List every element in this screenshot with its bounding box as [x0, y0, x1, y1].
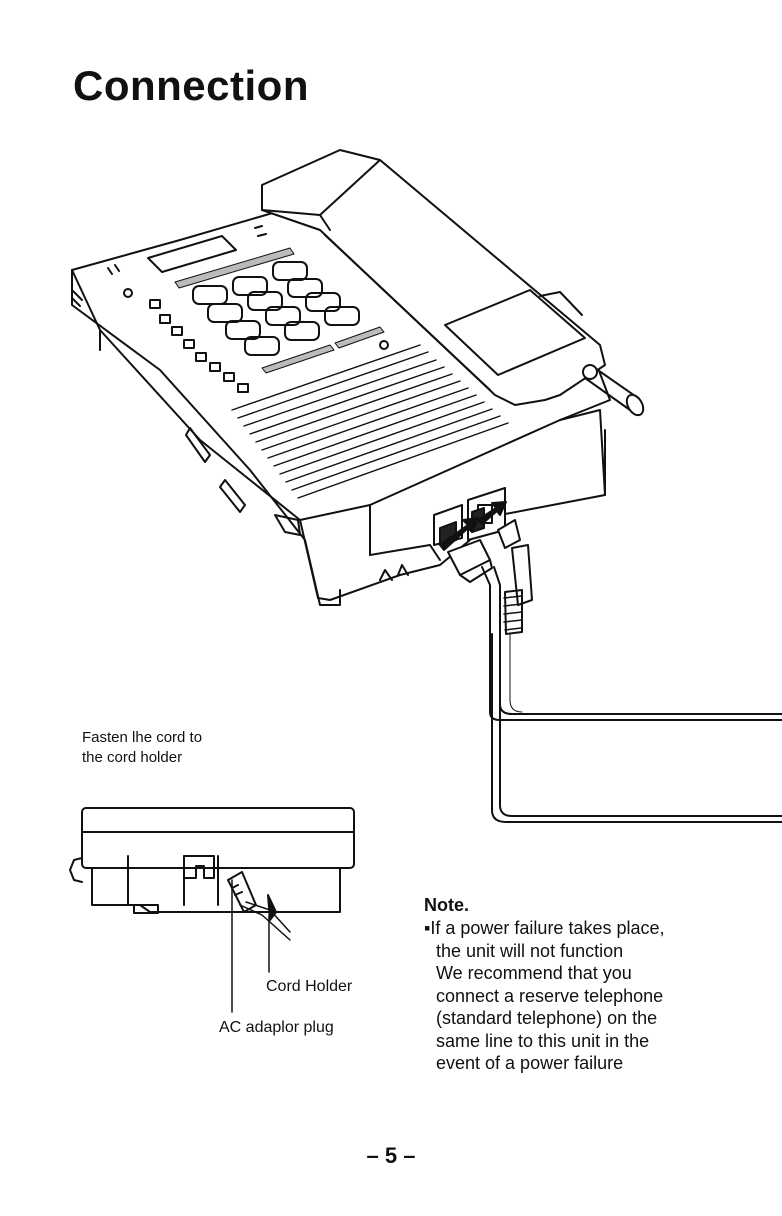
page-number: – 5 – — [0, 1143, 782, 1169]
rear-jacks — [434, 488, 505, 545]
note-line: same line to this unit in the — [424, 1030, 724, 1053]
note-line: We recommend that you — [424, 962, 724, 985]
note-heading: Note. — [424, 893, 724, 917]
caption-line-1: Fasten lhe cord to — [82, 728, 272, 748]
ac-adaptor-plug — [492, 520, 782, 822]
note-bullet-line: ▪If a power failure takes place, — [424, 917, 724, 940]
cord-holder-instruction: Fasten lhe cord to the cord holder — [82, 728, 272, 768]
note-section: Note. ▪If a power failure takes place, t… — [424, 893, 724, 1075]
note-line: event of a power failure — [424, 1052, 724, 1075]
note-line: (standard telephone) on the — [424, 1007, 724, 1030]
cord-holder-label: Cord Holder — [266, 977, 352, 997]
note-line: the unit will not function — [424, 940, 724, 963]
note-line: connect a reserve telephone — [424, 985, 724, 1008]
phone-line-plug — [448, 540, 782, 720]
ac-adaptor-plug-label: AC adaplor plug — [219, 1018, 334, 1038]
caption-line-2: the cord holder — [82, 748, 272, 768]
